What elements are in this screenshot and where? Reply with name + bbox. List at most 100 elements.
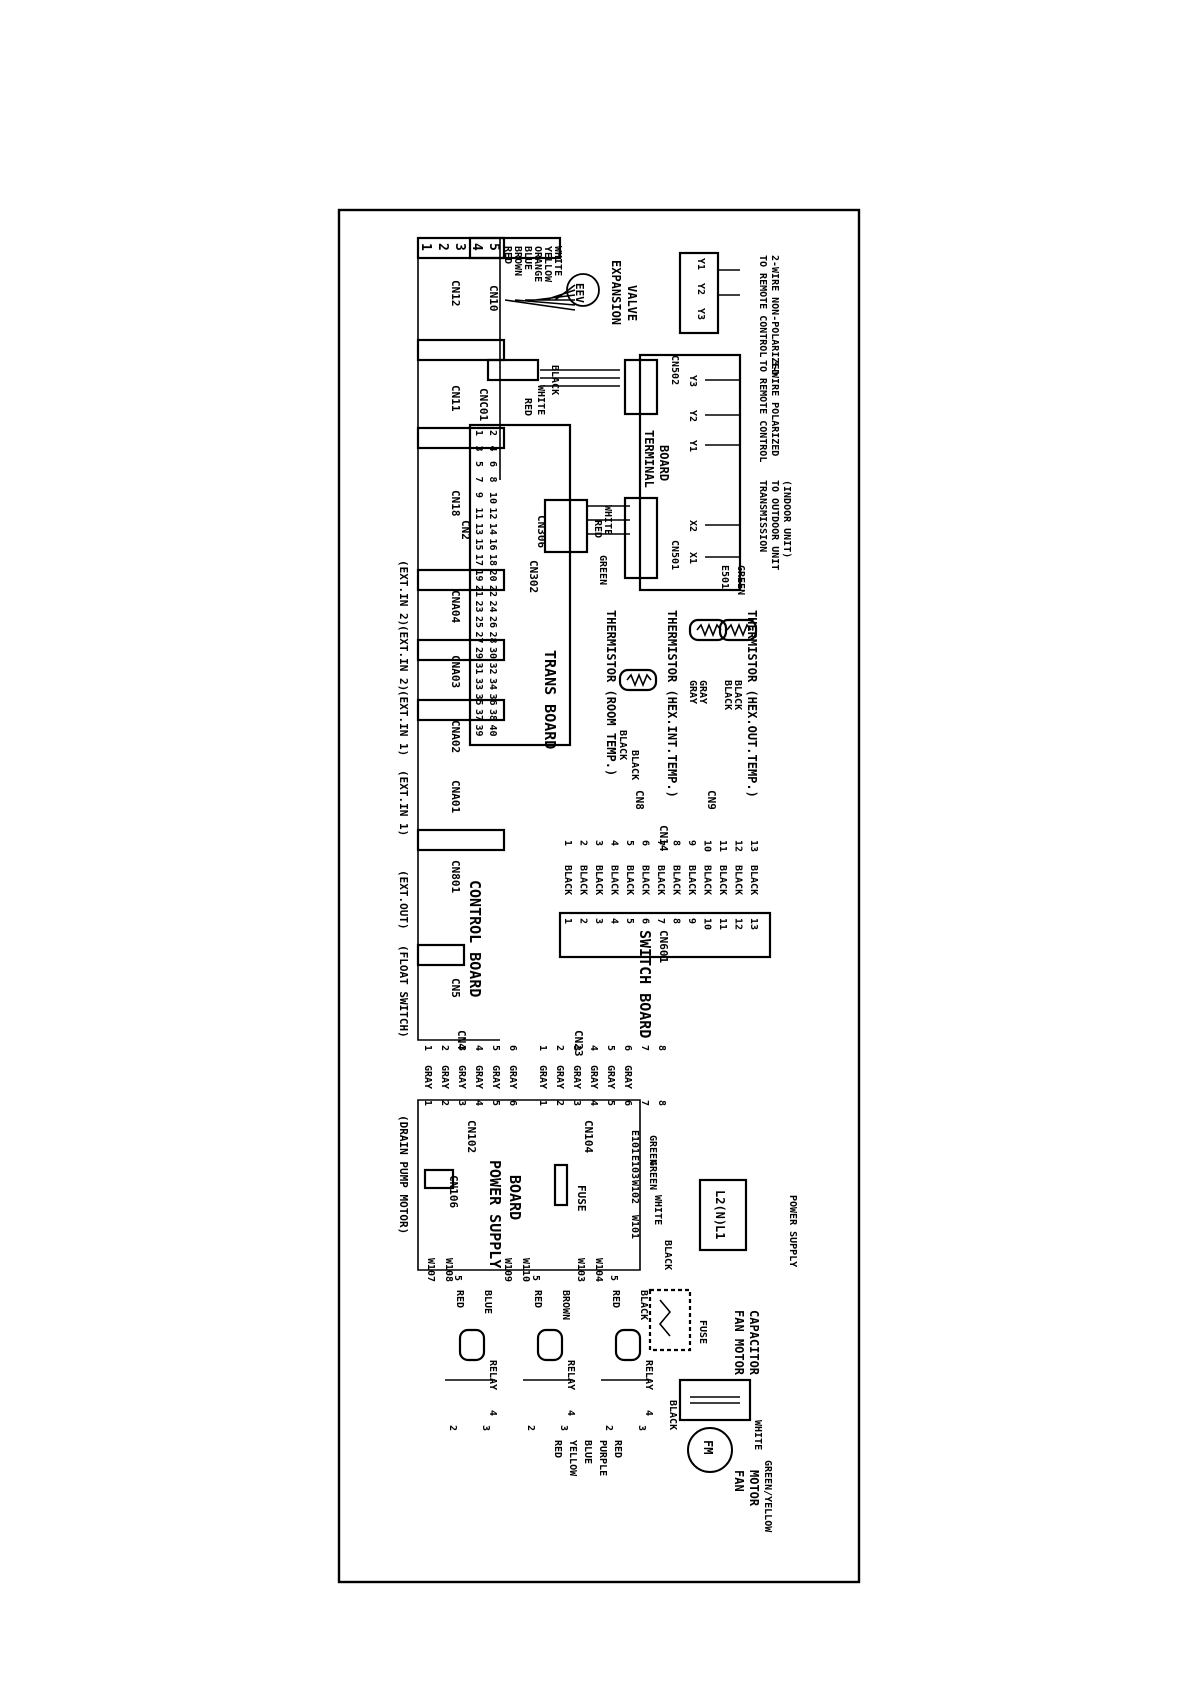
cn104-pin: 3 — [571, 1100, 582, 1106]
relay-pin-3: 3 — [636, 1425, 647, 1431]
cn302-pin-even: 24 — [487, 601, 498, 613]
eev-label-2: VALVE — [625, 285, 639, 321]
cn306-wire-1: GREEN — [597, 555, 608, 585]
trans-board-label: TRANS BOARD — [541, 650, 559, 749]
cn801-connector: CN801 (EXT.OUT) — [397, 828, 506, 930]
cna02-label: CNA02 — [449, 720, 462, 753]
cn104-pin: 1 — [537, 1100, 548, 1106]
cn23-wire-label: GRAY — [554, 1065, 565, 1089]
fan-wire-label: BLUE — [582, 1440, 593, 1464]
relay-pin-2: 2 — [447, 1425, 458, 1431]
cn23-pin: 2 — [554, 1045, 565, 1051]
relay-pin-2: 2 — [525, 1425, 536, 1431]
transmission-label-1: TRANSMISSION — [757, 480, 768, 552]
cn302-pin-odd: 35 — [473, 694, 484, 706]
terminal-y1: Y1 — [687, 440, 698, 452]
cn302-pin-even: 14 — [487, 523, 498, 535]
relay-coil-icon — [536, 1328, 564, 1362]
cn302-pin-odd: 7 — [473, 477, 484, 483]
terminal-board-label-1: TERMINAL — [642, 430, 656, 488]
power-supply-board: POWER SUPPLY BOARD CN102 CN104 CN106 (DR… — [397, 1030, 667, 1282]
switch-wire-label: BLACK — [748, 865, 759, 895]
switch-wire-label: BLACK — [671, 865, 682, 895]
cn14-pin: 7 — [655, 840, 666, 846]
cn601-label: CN601 — [657, 930, 670, 963]
cn302-pin-odd: 17 — [473, 554, 484, 566]
switch-wire-label: BLACK — [702, 865, 713, 895]
psb-label-2: BOARD — [506, 1175, 524, 1220]
eev-wire-label: YELLOW — [542, 246, 553, 283]
cnc01-wire-2: WHITE — [535, 385, 546, 415]
cn104-pin: 4 — [588, 1100, 599, 1106]
relay-pin-3: 3 — [558, 1425, 569, 1431]
cn302-pin-odd: 39 — [473, 725, 484, 737]
cn302-pin-even: 18 — [487, 554, 498, 566]
remote-2wire-label-1: TO REMOTE CONTROL — [757, 255, 768, 357]
relay-pin-5: 5 — [530, 1275, 541, 1281]
terminal-y3: Y3 — [687, 375, 698, 387]
psb-terminal: W107 — [425, 1258, 436, 1282]
cn106-func: (DRAIN PUMP MOTOR) — [397, 1115, 410, 1234]
psb-terminal: W101 — [629, 1215, 640, 1239]
cn12-pin: 3 — [452, 243, 467, 251]
switch-wire-label: BLACK — [686, 865, 697, 895]
psb-terminal: W104 — [593, 1258, 604, 1282]
cn302-pin-even: 30 — [487, 647, 498, 659]
relay-pin-3: 3 — [480, 1425, 491, 1431]
cn12-pin: 1 — [418, 243, 433, 251]
fuse-2-label: FUSE — [697, 1320, 708, 1344]
e501-wire: GREEN — [735, 565, 746, 595]
control-board-label: CONTROL BOARD — [466, 880, 484, 997]
cn14-pin: 13 — [748, 840, 759, 852]
cn23-pin: 6 — [622, 1045, 633, 1051]
cnc01-wire-3: BLACK — [549, 365, 560, 395]
remote-2wire-label-2: 2-WIRE NON-POLARIZED — [769, 255, 780, 375]
cn601-pin: 7 — [655, 918, 666, 924]
relay-wire-a: RED — [610, 1290, 621, 1308]
thermistor-room: THERMISTOR (ROOM TEMP.) BLACK BLACK — [604, 610, 640, 780]
ps-wire-black: BLACK — [662, 1240, 673, 1270]
relay-pin-5: 5 — [452, 1275, 463, 1281]
eev-wire-label: BROWN — [512, 246, 523, 276]
cn302-pin-even: 38 — [487, 709, 498, 721]
thermistor-resistor-icons — [618, 618, 758, 692]
ps-l2n: L2(N) — [713, 1190, 727, 1226]
cn601-pin: 10 — [702, 918, 713, 930]
switch-wire-label: BLACK — [624, 865, 635, 895]
switch-wire-label: BLACK — [562, 865, 573, 895]
relay-label: RELAY — [487, 1360, 498, 1390]
switch-wire-label: BLACK — [733, 865, 744, 895]
cn23-pin: 7 — [639, 1045, 650, 1051]
cnc01-wire-1: RED — [522, 398, 533, 416]
thermistor-hex-out-label: THERMISTOR (HEX.OUT.TEMP.) — [745, 610, 759, 798]
cn104-pin: 2 — [554, 1100, 565, 1106]
cn104-pin: 8 — [656, 1100, 667, 1106]
thermistor-room-wire-2: BLACK — [629, 750, 640, 780]
fan-motor: FM FAN MOTOR GREEN/YELLOW FAN MOTOR CAPA… — [552, 1310, 773, 1533]
cn306-label: CN306 — [535, 515, 548, 548]
cn302-pin-even: 40 — [487, 725, 498, 737]
cn601-pin: 8 — [671, 918, 682, 924]
psb-fuse-icon — [553, 1163, 569, 1207]
thermistor-room-label: THERMISTOR (ROOM TEMP.) — [604, 610, 618, 776]
cn23-pin: 4 — [588, 1045, 599, 1051]
cn14-pin: 6 — [640, 840, 651, 846]
psb-ground-wire-1: GREEN — [647, 1135, 658, 1165]
relay-wire-b: BROWN — [560, 1290, 571, 1320]
cn302-pin-even: 12 — [487, 508, 498, 520]
relay-coil-icon — [458, 1328, 486, 1362]
cn4-label: CN4 — [455, 1030, 468, 1050]
power-supply-block: L1 L2(N) WHITE BLACK POWER SUPPLY — [652, 1178, 798, 1270]
cn23-pin: 3 — [571, 1045, 582, 1051]
cn502-label: CN502 — [669, 355, 680, 385]
cn601-pin: 12 — [733, 918, 744, 930]
cn14-label: CN14 — [657, 825, 670, 852]
cn302-pin-odd: 5 — [473, 461, 484, 467]
cna02-connector: CNA02 (EXT.IN 1) — [397, 690, 506, 756]
eev-wire-label: BLUE — [522, 246, 533, 270]
cnc01-label: CNC01 — [477, 388, 490, 421]
cnc01-connector: CNC01 RED WHITE BLACK — [477, 358, 620, 421]
cn302-pin-odd: 9 — [473, 492, 484, 498]
switch-wire-label: BLACK — [609, 865, 620, 895]
psb-terminal: W110 — [520, 1258, 531, 1282]
